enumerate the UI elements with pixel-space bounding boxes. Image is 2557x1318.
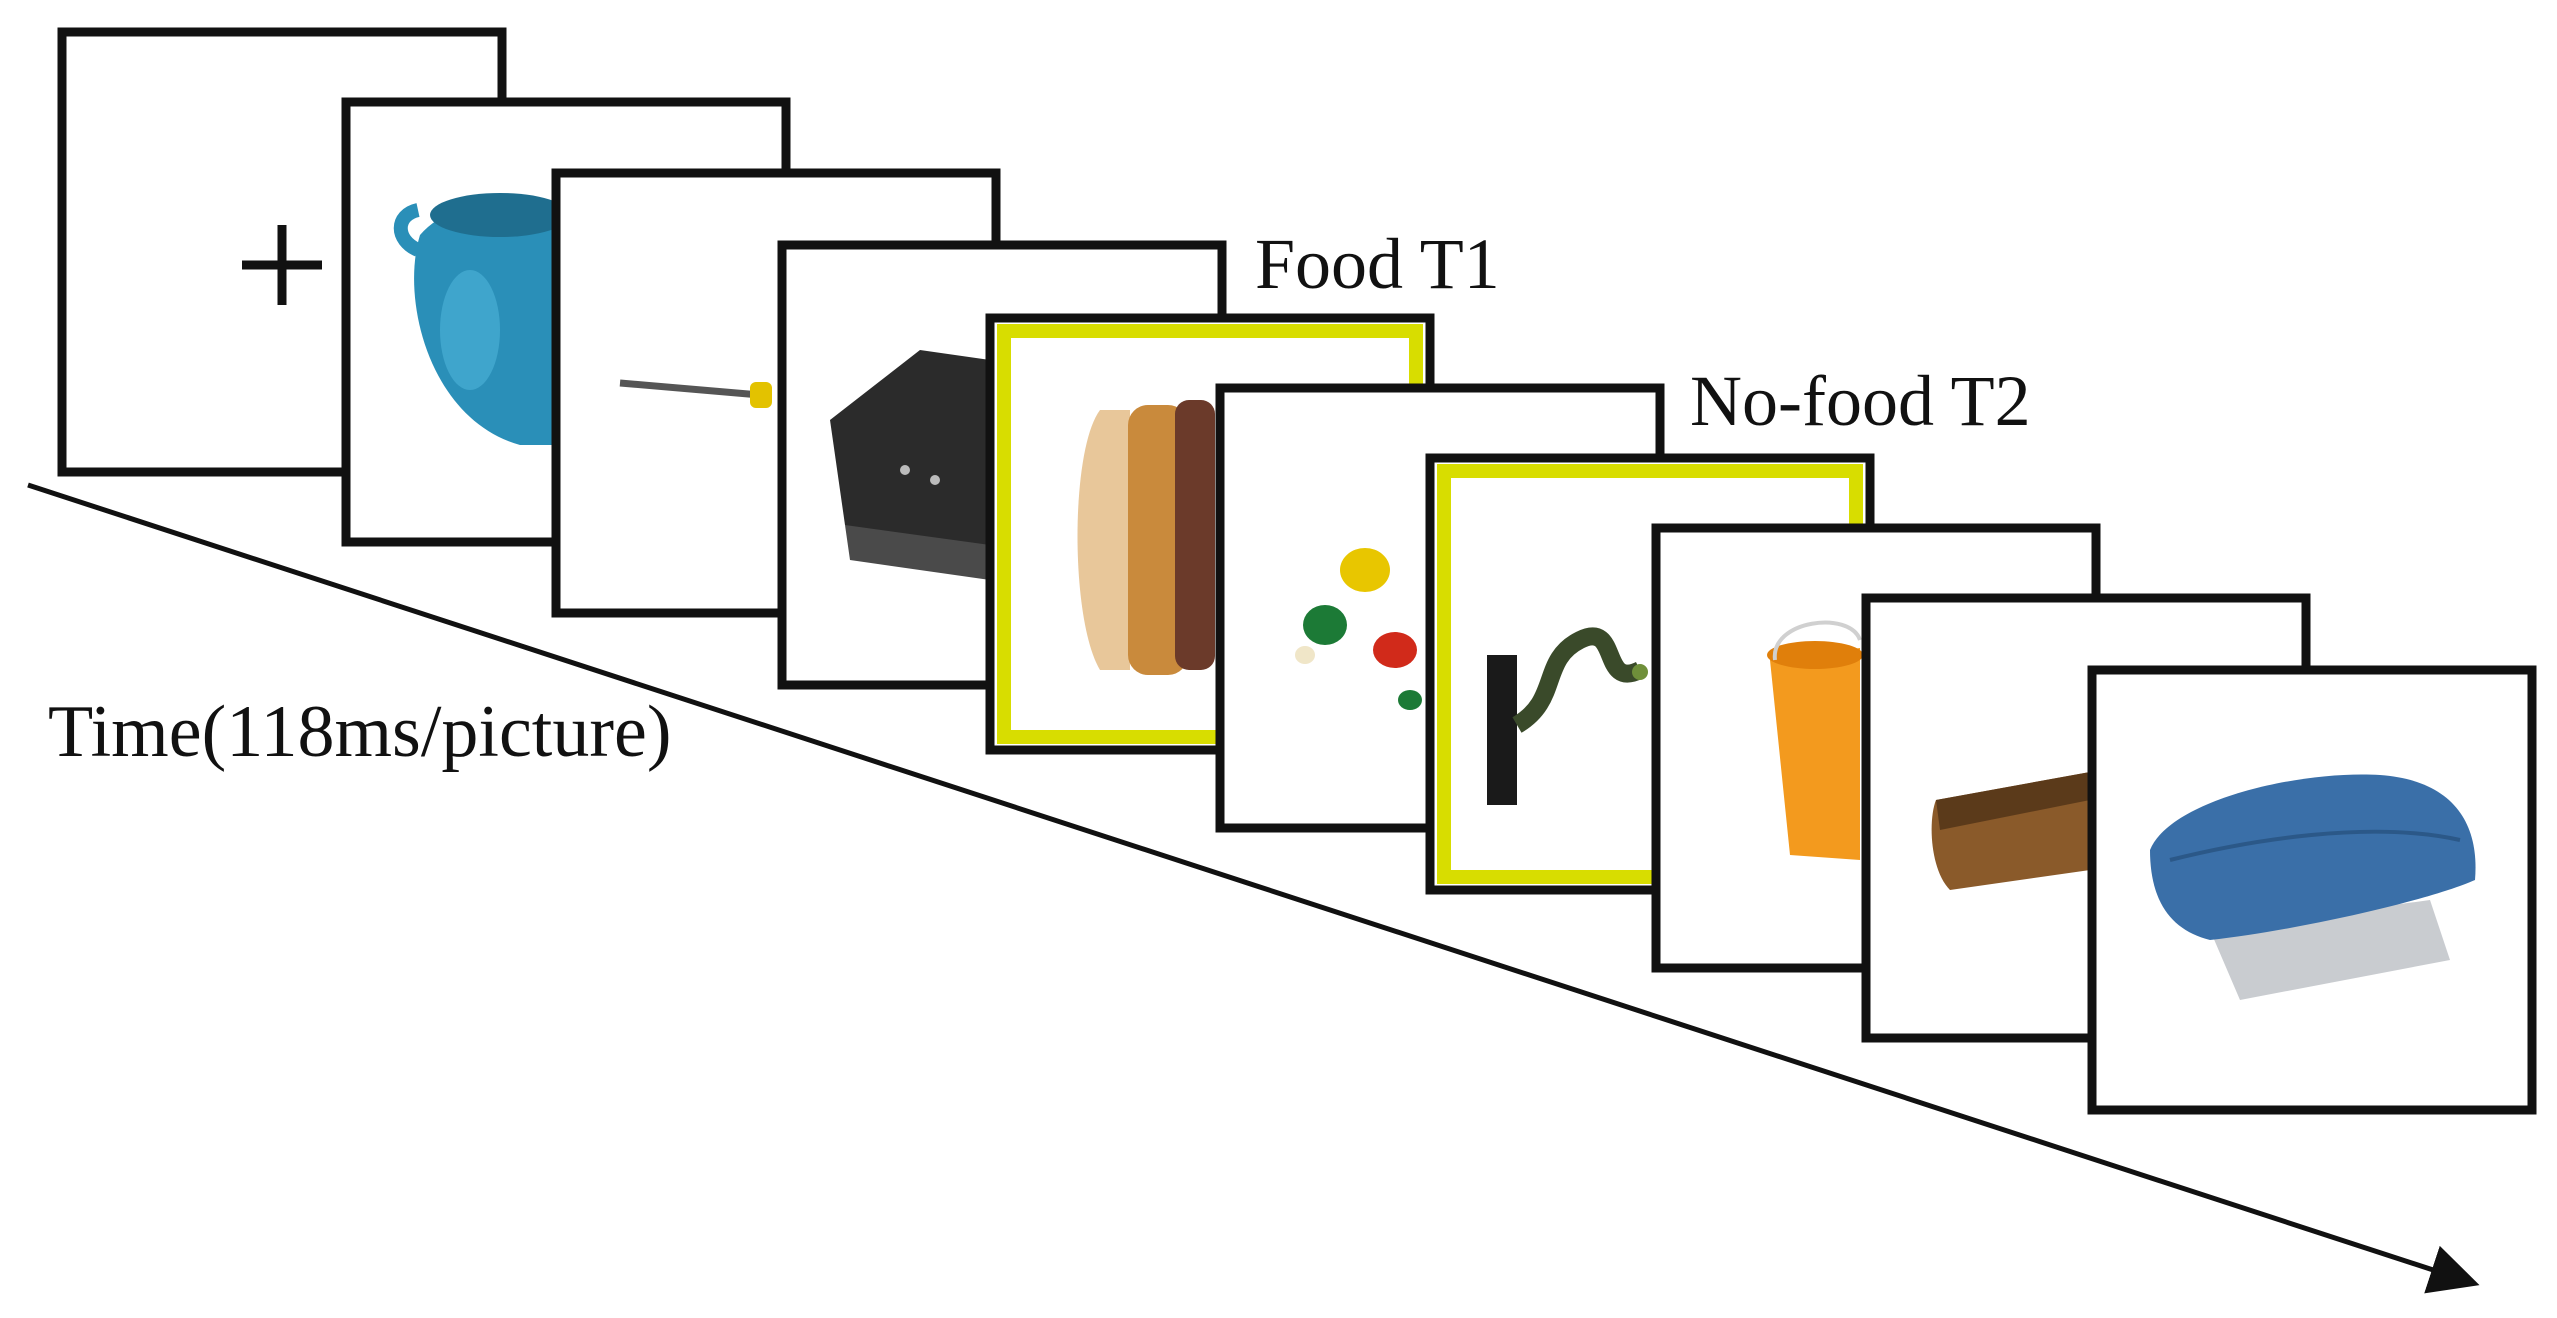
orange-bucket-icon <box>1767 620 1863 860</box>
hole-punch-icon <box>830 350 990 580</box>
nofood-t2-label: No-food T2 <box>1690 361 2031 441</box>
frame-folded-towels <box>2087 665 2537 1115</box>
brush-icon <box>1931 772 2090 890</box>
time-axis-arrow <box>27 482 2480 1294</box>
fixation-cross-icon <box>242 225 322 305</box>
time-axis-label: Time(118ms/picture) <box>48 691 672 773</box>
thumbtacks-icon <box>1295 548 1422 710</box>
hamburger-icon <box>1077 400 1215 675</box>
blue-pot-icon <box>393 193 570 445</box>
screwdriver-icon <box>619 379 772 408</box>
food-t1-label: Food T1 <box>1255 224 1500 304</box>
folded-towels-icon <box>2150 774 2476 1000</box>
bonsai-tree-icon <box>1487 627 1648 805</box>
